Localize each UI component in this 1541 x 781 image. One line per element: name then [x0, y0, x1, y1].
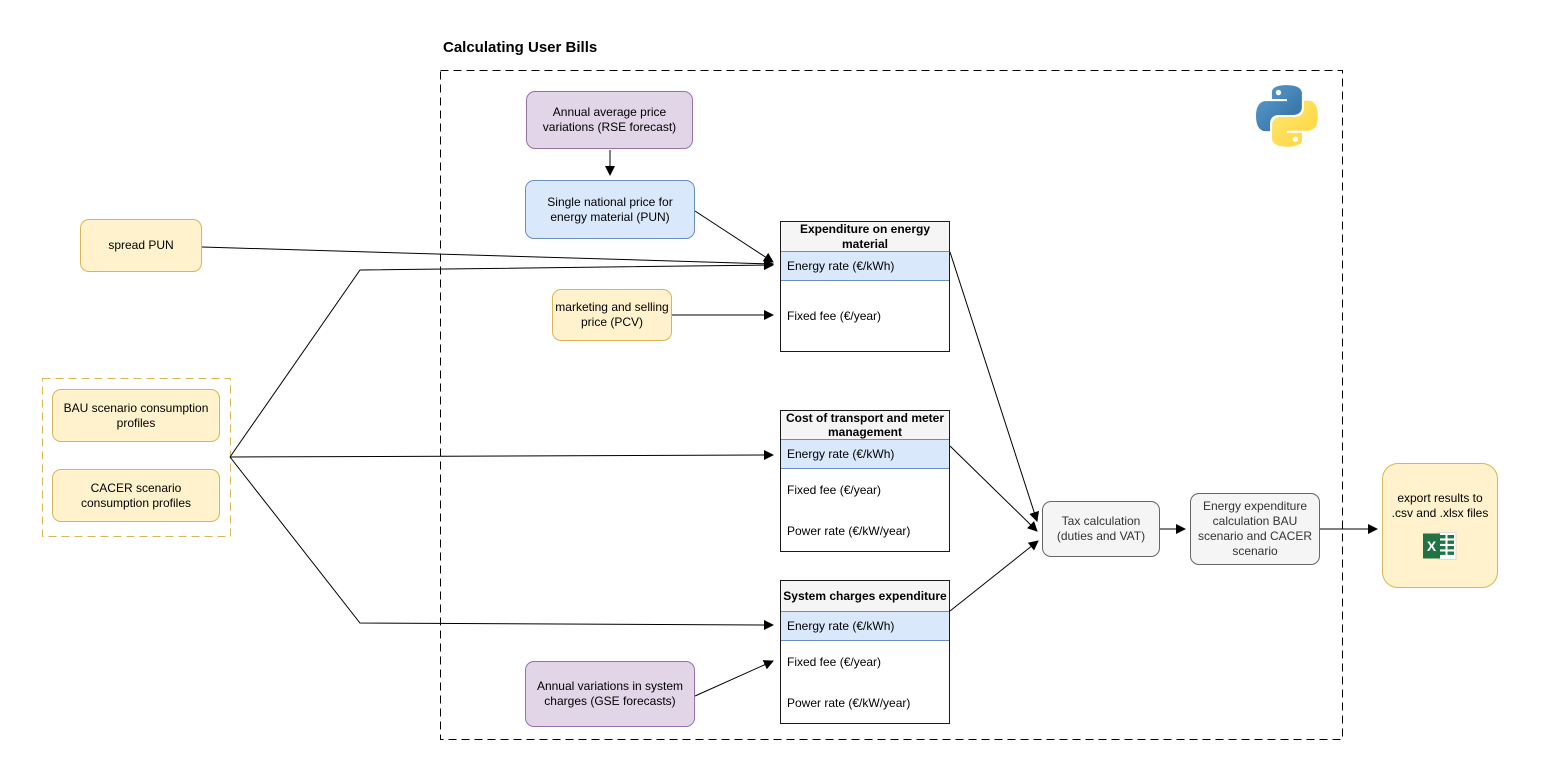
- table-system-charges-header: System charges expenditure: [781, 581, 949, 611]
- table-transport: Cost of transport and meter management E…: [780, 410, 950, 552]
- svg-text:X: X: [1427, 538, 1437, 554]
- node-bau-profiles: BAU scenario consumption profiles: [52, 389, 220, 442]
- table-row-fixed-fee: Fixed fee (€/year): [787, 654, 882, 669]
- excel-icon: X: [1423, 531, 1457, 560]
- connector-pun-to-energy-rate: [694, 210, 774, 263]
- node-gse-forecasts-label: Annual variations in system charges (GSE…: [536, 679, 684, 708]
- table-energy-material: Expenditure on energy material Energy ra…: [780, 221, 950, 352]
- node-cacer-profiles-label: CACER scenario consumption profiles: [80, 480, 192, 510]
- table-row-power-rate: Power rate (€/kW/year): [787, 695, 911, 710]
- node-gse-forecasts: Annual variations in system charges (GSE…: [525, 661, 695, 727]
- connector-transport-to-tax: [949, 445, 1038, 532]
- node-pun: Single national price for energy materia…: [525, 180, 695, 239]
- node-tax-calculation: Tax calculation (duties and VAT): [1042, 501, 1160, 557]
- table-energy-material-header: Expenditure on energy material: [781, 222, 949, 251]
- connector-profiles-to-system-charges: [229, 456, 774, 630]
- node-pcv: marketing and selling price (PCV): [552, 289, 672, 341]
- table-row-energy-rate: Energy rate (€/kWh): [781, 611, 949, 641]
- node-cacer-profiles: CACER scenario consumption profiles: [52, 469, 220, 522]
- connector-profiles-to-transport: [229, 450, 774, 461]
- node-energy-expenditure: Energy expenditure calculation BAU scena…: [1190, 493, 1320, 565]
- table-transport-header: Cost of transport and meter management: [781, 411, 949, 439]
- node-rse-forecast-label: Annual average price variations (RSE for…: [542, 105, 677, 134]
- python-logo-icon: [1256, 85, 1318, 147]
- table-row-energy-rate: Energy rate (€/kWh): [781, 251, 949, 281]
- connector-gse-to-fixed-fee: [694, 660, 774, 697]
- node-export-results-label: export results to .csv and .xlsx files: [1391, 490, 1489, 520]
- table-row-fixed-fee: Fixed fee (€/year): [787, 482, 882, 497]
- node-energy-expenditure-label: Energy expenditure calculation BAU scena…: [1197, 499, 1313, 558]
- table-row-power-rate: Power rate (€/kW/year): [787, 523, 911, 538]
- node-bau-profiles-label: BAU scenario consumption profiles: [63, 400, 209, 430]
- connector-energy-material-to-tax: [949, 251, 1039, 522]
- main-process-boundary: [440, 70, 1343, 740]
- table-row-fixed-fee: Fixed fee (€/year): [787, 309, 882, 323]
- table-system-charges: System charges expenditure Energy rate (…: [780, 580, 950, 724]
- page-title: Calculating User Bills: [443, 39, 598, 56]
- node-spread-pun: spread PUN: [80, 219, 202, 272]
- node-spread-pun-label: spread PUN: [108, 238, 174, 252]
- node-export-results: export results to .csv and .xlsx files X: [1382, 463, 1498, 588]
- connector-profiles-to-energy-material: [229, 260, 774, 458]
- connector-spread-pun-to-energy-rate: [201, 246, 774, 269]
- node-tax-calculation-label: Tax calculation (duties and VAT): [1056, 514, 1146, 543]
- table-row-energy-rate: Energy rate (€/kWh): [781, 439, 949, 469]
- node-rse-forecast: Annual average price variations (RSE for…: [526, 91, 693, 149]
- node-pcv-label: marketing and selling price (PCV): [555, 300, 669, 329]
- node-pun-label: Single national price for energy materia…: [547, 194, 673, 224]
- connector-system-charges-to-tax: [949, 540, 1039, 612]
